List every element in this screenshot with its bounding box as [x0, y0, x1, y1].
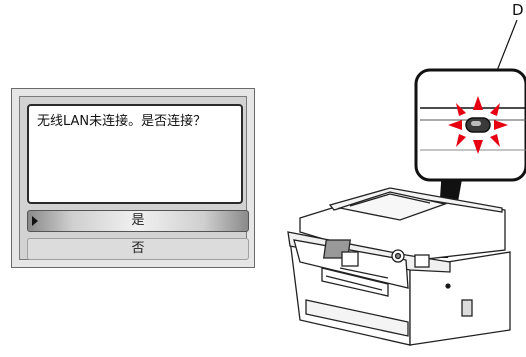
option-no[interactable]: 否 [27, 238, 249, 260]
message-text: 无线LAN未连接。是否连接？ [37, 114, 207, 129]
magnified-view [414, 68, 526, 182]
option-yes-label: 是 [131, 213, 145, 228]
cursor-arrow-icon [32, 216, 38, 226]
lcd-display: 无线LAN未连接。是否连接？ 是 否 [19, 96, 249, 260]
printer-drawing [287, 19, 526, 346]
flash-icon [448, 96, 508, 154]
message-box: 无线LAN未连接。是否连接？ [27, 104, 243, 204]
lcd-screen: 无线LAN未连接。是否连接？ 是 否 [11, 88, 255, 268]
option-no-label: 否 [131, 241, 145, 256]
callout-letter: D [512, 1, 524, 19]
printer-body [287, 187, 511, 346]
printer-illustration: D [270, 0, 526, 353]
option-yes[interactable]: 是 [27, 210, 249, 232]
